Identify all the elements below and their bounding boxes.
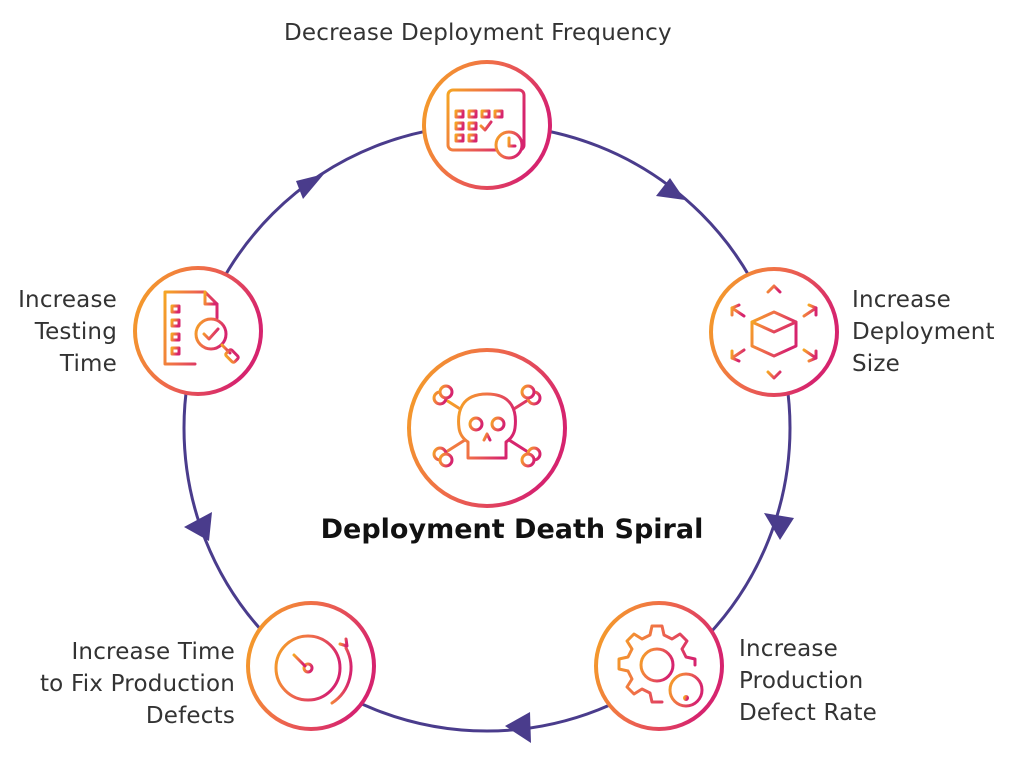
node-bottom-right [594, 601, 724, 731]
expanding-box-icon [730, 284, 818, 380]
label-line: Deployment [852, 319, 995, 345]
label-bottom-right: Increase Production Defect Rate [739, 633, 877, 729]
label-line: Defects [145, 703, 235, 729]
label-right: Increase Deployment Size [852, 284, 995, 380]
label-line: Time [59, 351, 117, 377]
node-center [407, 348, 567, 508]
label-line: Decrease Deployment Frequency [284, 20, 672, 46]
cycle-arrow [656, 178, 685, 200]
checklist-magnifier-icon [163, 290, 240, 366]
label-line: to Fix Production [39, 671, 235, 697]
node-right [709, 267, 839, 397]
center-title: Deployment Death Spiral [320, 514, 704, 545]
cycle-arrow [764, 513, 794, 540]
label-line: Increase [739, 636, 838, 662]
label-bottom-left: Increase Time to Fix Production Defects [40, 636, 235, 732]
skull-crossbones-icon [432, 384, 542, 468]
node-bottom-left [246, 601, 376, 731]
node-top [422, 60, 552, 190]
label-left: Increase Testing Time [18, 284, 117, 380]
label-top: Decrease Deployment Frequency [284, 17, 672, 49]
label-line: Size [852, 351, 901, 377]
label-line: Increase [852, 287, 951, 313]
cycle-arrow [505, 712, 531, 743]
label-line: Testing [34, 319, 117, 345]
cycle-arrow [184, 512, 212, 541]
label-line: Increase [18, 287, 117, 313]
cycle-arrow [296, 174, 324, 199]
clock-refresh-icon [274, 634, 353, 705]
label-line: Increase Time [71, 639, 235, 665]
label-line: Defect Rate [739, 700, 878, 726]
label-line: Production [739, 668, 864, 694]
gear-warning-icon [617, 624, 704, 708]
node-left [133, 266, 263, 396]
calendar-clock-icon [446, 82, 526, 160]
